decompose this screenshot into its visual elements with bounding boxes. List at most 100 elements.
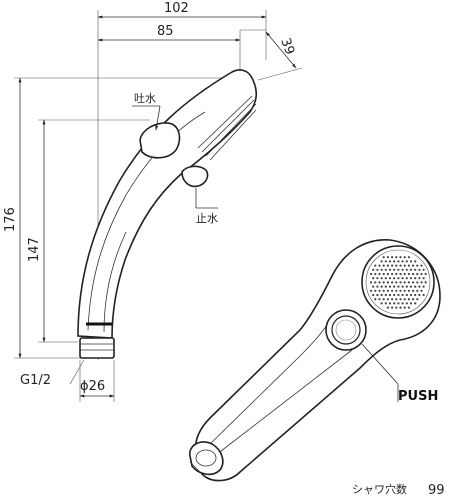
- nozzle-hole: [380, 277, 383, 280]
- nozzle-hole: [382, 272, 385, 276]
- nozzle-hole: [384, 260, 387, 263]
- nozzle-hole: [418, 285, 421, 288]
- nozzle-hole: [420, 289, 423, 292]
- nozzle-hole: [393, 302, 396, 305]
- side-stop-button: [181, 165, 209, 188]
- nozzle-hole: [424, 281, 427, 284]
- nozzle-hole: [403, 264, 406, 267]
- nozzle-hole: [376, 285, 379, 288]
- nozzle-hole: [407, 306, 410, 309]
- nozzle-hole: [395, 289, 398, 292]
- nozzle-hole: [372, 268, 375, 271]
- nozzle-hole: [405, 293, 408, 297]
- nozzle-hole: [414, 285, 417, 288]
- nozzle-hole: [409, 302, 413, 305]
- front-nozzle-holes: [370, 256, 427, 309]
- nozzle-hole: [403, 289, 406, 292]
- nozzle-hole: [378, 281, 381, 284]
- nozzle-hole: [393, 268, 396, 271]
- nozzle-hole: [397, 293, 400, 297]
- nozzle-hole: [391, 256, 394, 259]
- nozzle-hole: [412, 281, 415, 284]
- nozzle-hole: [386, 298, 389, 301]
- nozzle-hole: [391, 289, 394, 292]
- nozzle-hole: [414, 268, 417, 271]
- label-holes-count: 99: [428, 483, 445, 498]
- nozzle-hole: [399, 289, 402, 292]
- dimension-inner-width: 85: [157, 24, 174, 39]
- nozzle-hole: [388, 293, 392, 297]
- nozzle-hole: [422, 285, 425, 288]
- nozzle-hole: [380, 268, 383, 271]
- nozzle-hole: [399, 264, 402, 267]
- nozzle-hole: [386, 264, 389, 267]
- nozzle-hole: [412, 264, 415, 267]
- nozzle-hole: [399, 256, 402, 259]
- nozzle-hole: [420, 281, 423, 284]
- label-thread-size: G1/2: [20, 373, 51, 388]
- nozzle-hole: [397, 260, 400, 263]
- side-view: 102 85 39 176 147: [3, 1, 303, 402]
- nozzle-hole: [418, 293, 421, 297]
- nozzle-hole: [380, 260, 383, 263]
- nozzle-hole: [391, 306, 394, 309]
- nozzle-hole: [403, 306, 406, 309]
- nozzle-hole: [382, 289, 385, 292]
- nozzle-hole: [412, 289, 415, 292]
- nozzle-hole: [382, 264, 385, 267]
- nozzle-hole: [380, 293, 383, 297]
- nozzle-hole: [388, 285, 392, 288]
- nozzle-hole: [397, 268, 400, 271]
- nozzle-hole: [391, 281, 394, 284]
- nozzle-hole: [378, 298, 381, 301]
- nozzle-hole: [380, 302, 383, 305]
- nozzle-hole: [407, 256, 410, 259]
- nozzle-hole: [407, 298, 410, 301]
- nozzle-hole: [382, 298, 385, 301]
- dimension-head-depth: 39: [277, 36, 297, 57]
- nozzle-hole: [374, 264, 377, 267]
- nozzle-hole: [401, 260, 404, 263]
- nozzle-hole: [405, 302, 408, 305]
- nozzle-hole: [382, 281, 385, 284]
- nozzle-hole: [399, 298, 402, 301]
- nozzle-hole: [391, 264, 394, 267]
- side-thread-connector: [79, 337, 115, 359]
- front-view: PUSH: [189, 239, 441, 482]
- nozzle-hole: [397, 285, 400, 288]
- nozzle-hole: [386, 306, 389, 309]
- nozzle-hole: [409, 277, 413, 280]
- nozzle-hole: [395, 264, 398, 267]
- nozzle-hole: [395, 298, 398, 301]
- nozzle-hole: [418, 277, 421, 280]
- nozzle-hole: [386, 272, 389, 276]
- nozzle-hole: [374, 298, 377, 301]
- side-face-nozzles: [197, 95, 257, 161]
- nozzle-hole: [378, 289, 381, 292]
- nozzle-hole: [420, 264, 423, 267]
- nozzle-hole: [407, 272, 410, 276]
- label-diameter: ϕ26: [80, 379, 105, 394]
- nozzle-hole: [370, 281, 373, 284]
- nozzle-hole: [393, 277, 396, 280]
- nozzle-hole: [393, 293, 396, 297]
- label-holes-title: シャワ穴数: [352, 482, 407, 496]
- nozzle-hole: [395, 256, 398, 259]
- nozzle-hole: [378, 272, 381, 276]
- nozzle-hole: [395, 306, 398, 309]
- nozzle-hole: [393, 285, 396, 288]
- nozzle-hole: [405, 260, 408, 263]
- nozzle-hole: [403, 281, 406, 284]
- nozzle-hole: [376, 293, 379, 297]
- nozzle-hole: [376, 277, 379, 280]
- dimension-total-width: 102: [164, 1, 189, 16]
- nozzle-hole: [388, 302, 392, 305]
- nozzle-hole: [414, 302, 417, 305]
- nozzle-hole: [416, 264, 419, 267]
- nozzle-hole: [384, 302, 387, 305]
- nozzle-hole: [412, 272, 415, 276]
- nozzle-hole: [422, 268, 425, 271]
- nozzle-hole: [399, 272, 402, 276]
- nozzle-hole: [416, 289, 419, 292]
